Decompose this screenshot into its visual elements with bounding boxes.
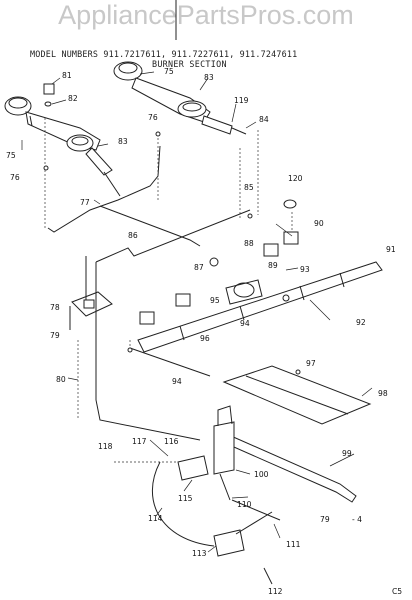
callout-75b: 75	[6, 151, 16, 160]
callout-76b: 76	[10, 173, 20, 182]
callout-118: 118	[98, 442, 113, 451]
callout-86: 86	[128, 231, 138, 240]
callout-95: 95	[210, 296, 220, 305]
lower-pipe-99	[217, 431, 357, 503]
valve-113	[213, 529, 245, 557]
callout-119: 119	[234, 96, 249, 105]
corner-code: C5	[392, 587, 402, 596]
section-title: BURNER SECTION	[152, 59, 227, 69]
callout-85: 85	[244, 183, 254, 192]
callout-116: 116	[164, 437, 179, 446]
callout-89: 89	[268, 261, 278, 270]
callout-94b: 94	[172, 377, 182, 386]
right-burner-assembly	[113, 61, 247, 135]
callout-79a: 79	[50, 331, 60, 340]
callout-77: 77	[80, 198, 90, 207]
left-burner-assembly	[4, 96, 121, 197]
valve-78	[69, 291, 113, 330]
bracket-81	[43, 83, 55, 95]
callout-100: 100	[254, 470, 269, 479]
callout-120: 120	[288, 174, 303, 183]
callout-112: 112	[268, 587, 283, 596]
callout-111: 111	[286, 540, 301, 549]
clip-82	[44, 101, 52, 107]
callout-115: 115	[178, 494, 193, 503]
callout-87: 87	[194, 263, 204, 272]
callout-dash: - 4	[352, 515, 362, 524]
callout-83a: 83	[204, 73, 214, 82]
callout-88: 88	[244, 239, 254, 248]
callout-99: 99	[342, 449, 352, 458]
model-numbers-heading: MODEL NUMBERS 911.7217611, 911.7227611, …	[30, 49, 298, 59]
callout-79b: 79	[320, 515, 330, 524]
callout-93: 93	[300, 265, 310, 274]
callout-113: 113	[192, 549, 207, 558]
callout-80: 80	[56, 375, 66, 384]
callout-labels: 81 75 83 82 119 84 76 75 83 76 77 85 120…	[6, 67, 402, 596]
callout-83b: 83	[118, 137, 128, 146]
callout-98: 98	[378, 389, 388, 398]
screw-112	[263, 567, 273, 585]
callout-97: 97	[306, 359, 316, 368]
callout-110: 110	[237, 500, 252, 509]
callout-84: 84	[259, 115, 269, 124]
callout-81: 81	[62, 71, 72, 80]
valve-115	[177, 455, 209, 481]
callout-117: 117	[132, 437, 147, 446]
callout-82: 82	[68, 94, 78, 103]
callout-114: 114	[148, 514, 163, 523]
callout-78: 78	[50, 303, 60, 312]
rear-pipe	[95, 209, 251, 263]
callout-94a: 94	[240, 319, 250, 328]
manifold-pipe	[129, 261, 383, 377]
callout-90: 90	[314, 219, 324, 228]
callout-76a: 76	[148, 113, 158, 122]
burner-valves	[139, 231, 299, 325]
callout-96: 96	[200, 334, 210, 343]
screw-79	[127, 347, 133, 353]
cap-tube-114	[151, 461, 215, 547]
leader-lines	[21, 71, 373, 553]
callout-75a: 75	[164, 67, 174, 76]
callout-92: 92	[356, 318, 366, 327]
tube-77	[47, 145, 161, 233]
watermark: AppliancePartsPros.com	[58, 0, 354, 30]
callout-91: 91	[386, 245, 396, 254]
regulator-100	[213, 405, 235, 501]
